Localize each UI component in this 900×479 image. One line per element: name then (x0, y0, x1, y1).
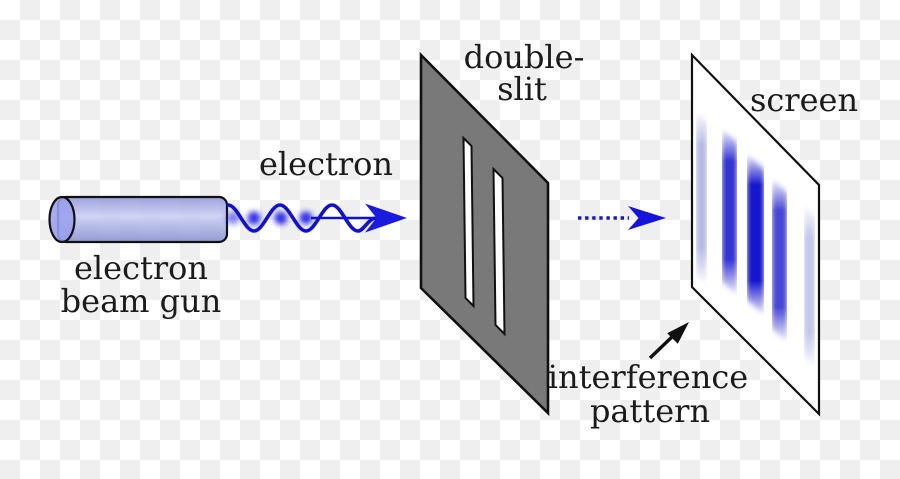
dotted-arrowhead-icon (628, 206, 666, 230)
label-screen: screen (750, 81, 858, 119)
double-slit-panel (419, 51, 550, 417)
label-interference-pattern-line1: interference (548, 358, 748, 396)
label-interference-pattern-line2: pattern (590, 392, 710, 430)
propagation-arrow (578, 206, 666, 230)
electron-gun-body (56, 195, 229, 244)
interference-stripe-1 (696, 110, 707, 286)
electron-gun-cap (48, 195, 76, 244)
label-electron-beam-gun-line1: electron (74, 249, 208, 287)
electron-dot (247, 211, 261, 225)
electron-dot (274, 211, 288, 225)
interference-stripe-2 (722, 127, 737, 297)
interference-pointer-arrow (648, 322, 689, 360)
label-electron-beam-gun-line2: beam gun (61, 282, 222, 320)
electron-beam (226, 203, 407, 233)
interference-stripe-4 (772, 177, 787, 344)
electron-dot (226, 211, 240, 225)
electron-wave (226, 203, 377, 233)
interference-stripe-5 (804, 204, 815, 369)
screen-outline (690, 52, 821, 417)
label-double-slit-line2: slit (497, 70, 547, 108)
pointer-arrow-shaft (648, 333, 676, 360)
electron-dot (299, 211, 313, 225)
label-electron: electron (259, 145, 393, 183)
slit-right (492, 166, 506, 337)
beam-arrowhead-icon (365, 203, 407, 233)
slit-left (462, 135, 475, 309)
interference-pattern (696, 110, 815, 369)
interference-stripe-3 (747, 152, 764, 317)
pointer-arrowhead-icon (667, 322, 689, 344)
label-double-slit-line1: double- (464, 38, 585, 76)
electron-beam-gun (48, 195, 229, 244)
double-slit-barrier (419, 51, 550, 417)
screen-assembly (690, 52, 821, 417)
